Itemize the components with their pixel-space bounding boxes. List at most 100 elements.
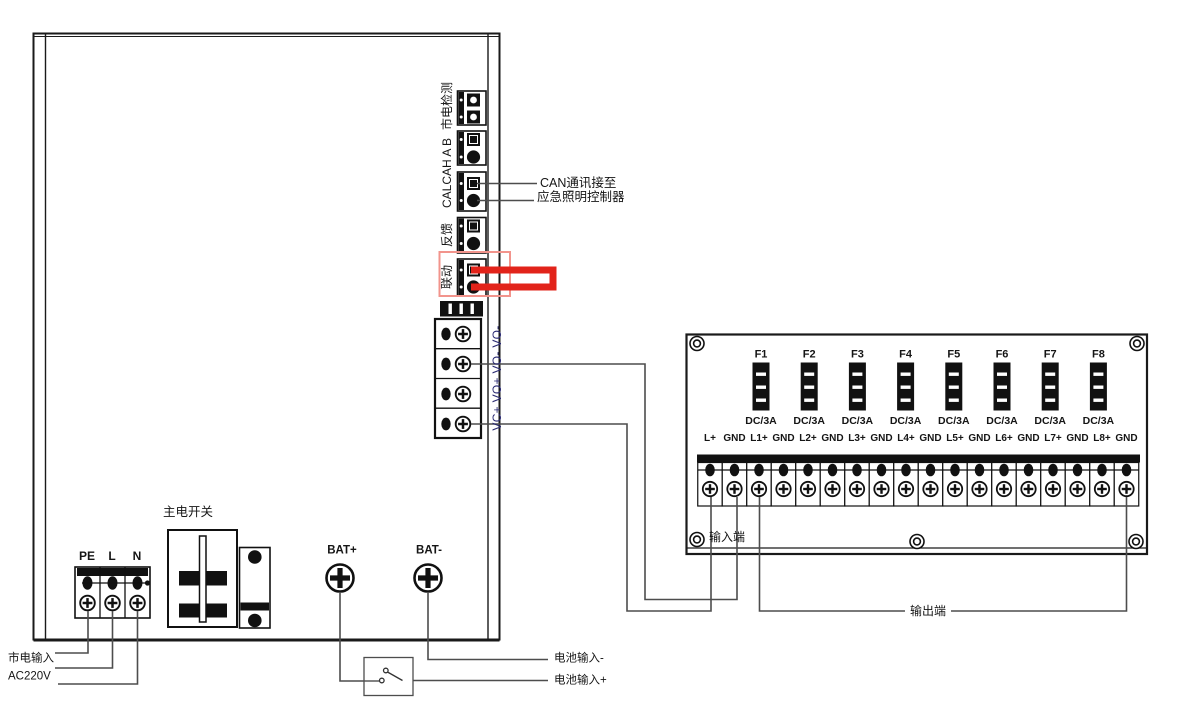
terminal-dot: [974, 463, 985, 477]
label-bat-minus: BAT-: [416, 544, 442, 557]
switch-lever: [387, 671, 403, 682]
module-terminal-label: GND: [821, 433, 844, 444]
terminal-dot: [1121, 463, 1132, 477]
mount-screw-icon: [1128, 533, 1144, 550]
screw-icon: [799, 480, 817, 498]
module-terminal-label: GND: [1017, 433, 1040, 444]
wire-pe: [55, 611, 89, 654]
fuse-name-label: F7: [1043, 348, 1057, 361]
label-main-switch: 主电开关: [162, 504, 214, 519]
module-terminal-label: GND: [968, 433, 991, 444]
fuse-name-label: F3: [850, 348, 864, 361]
fuse-rating-label: DC/3A: [938, 414, 970, 427]
mount-screw-icon: [689, 335, 705, 352]
terminal-block-mains-detect: [456, 90, 487, 126]
screw-icon: [922, 480, 939, 498]
vent-bar: [440, 301, 483, 317]
terminal-dot: [901, 463, 911, 477]
wire-battery-minus: [427, 592, 548, 661]
module-terminal-label: L+: [704, 433, 716, 444]
terminal-dot: [754, 463, 764, 477]
module-terminal-label: L5+: [946, 433, 964, 444]
screw-icon: [1093, 480, 1111, 498]
screw-icon: [897, 480, 915, 498]
module-terminal-label: GND: [1115, 433, 1138, 444]
fuse-name-label: F4: [899, 348, 913, 361]
signal-terminal-blocks: [440, 90, 487, 317]
label-linkage: 联动: [440, 264, 454, 290]
fuse-name-label: F1: [754, 348, 768, 361]
fuse-name-label: F8: [1091, 348, 1105, 361]
label-battery-plus: 电池输入+: [554, 674, 607, 687]
dc-output-terminal-block: [433, 317, 483, 440]
label-input-side: 输入端: [709, 530, 746, 544]
terminal-dot: [1072, 463, 1083, 477]
module-terminal-label: L2+: [799, 433, 817, 444]
screw-icon: [726, 480, 743, 498]
label-output-side: 输出端: [904, 605, 952, 617]
terminal-block-feedback: [456, 216, 487, 254]
mount-screw-icon: [1129, 335, 1145, 352]
battery-switch: [363, 656, 414, 697]
strip-top-bar: [697, 454, 1140, 463]
fuse-rating-label: DC/3A: [793, 414, 825, 427]
terminal-dot: [705, 463, 715, 477]
screw-icon: [775, 480, 792, 498]
terminal-dot: [1048, 463, 1058, 477]
screw-icon: [824, 480, 841, 498]
label-mains-voltage: AC220V: [8, 670, 51, 683]
mount-screw-icon: [689, 531, 705, 548]
main-switch: [167, 529, 238, 628]
module-terminal-label: GND: [919, 433, 942, 444]
terminal-dot: [1097, 463, 1107, 477]
label-dc-outputs: VC+ VO+ VO- VO-: [490, 325, 504, 431]
fuse-name-label: F5: [947, 348, 961, 361]
terminal-dot: [827, 463, 838, 477]
screw-icon: [454, 355, 472, 373]
screw-icon: [1118, 480, 1135, 498]
can-note-line1: CAN通讯接至: [540, 175, 617, 190]
module-terminal-label: L1+: [750, 433, 768, 444]
screw-icon: [971, 480, 988, 498]
label-mains-input: 市电输入: [8, 652, 54, 665]
module-terminal-label: GND: [723, 433, 746, 444]
screw-icon: [701, 480, 719, 498]
module-terminal-label: GND: [772, 433, 795, 444]
screw-icon: [128, 594, 147, 612]
fuse-rating-label: DC/3A: [841, 414, 874, 427]
power-supply-enclosure: [32, 32, 501, 642]
can-note-line2: 应急照明控制器: [537, 189, 625, 204]
mount-screw-icon: [909, 533, 925, 550]
terminal-dot: [1023, 463, 1034, 477]
module-fuses: [752, 362, 1107, 411]
label-battery-minus: 电池输入-: [554, 652, 604, 665]
main-switch-fuse-holder: [238, 546, 271, 629]
screw-icon: [454, 415, 472, 433]
module-terminal-label: L8+: [1093, 433, 1111, 444]
screw-icon: [1020, 480, 1037, 498]
fuse-name-label: F6: [995, 348, 1009, 361]
module-terminal-label: L4+: [897, 433, 915, 444]
fuse-name-label: F2: [802, 348, 816, 361]
terminal-dot: [925, 463, 936, 477]
label-pe: PE: [78, 549, 96, 563]
wire-l: [55, 611, 114, 669]
label-n: N: [132, 549, 142, 563]
screw-icon: [78, 594, 97, 612]
screw-icon: [103, 594, 122, 612]
label-can-bus: CALCAH A B: [440, 137, 454, 209]
battery-positive-stud-icon: [327, 565, 354, 592]
label-bat-plus: BAT+: [327, 544, 357, 557]
module-terminal-label: L7+: [1044, 433, 1062, 444]
terminal-dot: [999, 463, 1009, 477]
battery-negative-stud-icon: [415, 565, 442, 592]
red-jumper-mark: [471, 266, 557, 291]
terminal-block-can-hl: [456, 171, 487, 212]
wire-vc-to-lplus: [471, 423, 712, 612]
screw-icon: [873, 480, 890, 498]
terminal-dot: [876, 463, 887, 477]
terminal-dot: [852, 463, 862, 477]
label-l: L: [108, 549, 116, 563]
